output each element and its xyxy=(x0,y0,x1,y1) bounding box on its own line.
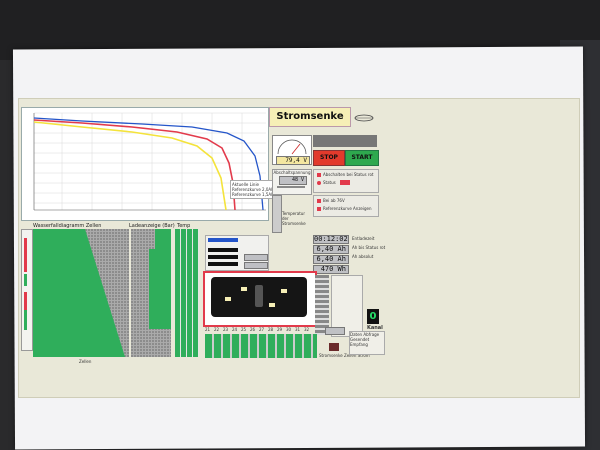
yellow-curve xyxy=(33,121,227,211)
voltage-readout: 79,4 V xyxy=(276,156,310,165)
temp-bars xyxy=(175,229,199,357)
discharge-chart-svg xyxy=(33,112,266,211)
ah-readout-2: 6,40 Ah xyxy=(313,255,349,264)
set-voltage-input[interactable]: 48 V xyxy=(279,176,307,185)
start-button[interactable]: START xyxy=(345,150,379,166)
cells-footer: Zellen xyxy=(79,359,92,364)
label-entladezeit: Entladezeit xyxy=(352,236,375,241)
hist-title: Wasserfalldiagramm Zellen xyxy=(33,223,102,229)
waterfall-gray xyxy=(85,229,129,357)
voltage-gauge: 79,4 V xyxy=(272,135,312,165)
temp-title: Temp xyxy=(177,223,191,229)
readout-stack: 00:12:02 6,40 Ah 6,40 Ah 470 Wh xyxy=(313,235,349,274)
status-block xyxy=(205,235,269,271)
opt1-checkbox[interactable] xyxy=(317,173,321,177)
small-input[interactable] xyxy=(325,327,345,335)
ah-readout-1: 6,40 Ah xyxy=(313,245,349,254)
red-curve xyxy=(33,119,236,211)
time-readout: 00:12:02 xyxy=(313,235,349,244)
device-image xyxy=(211,277,307,317)
status-indicator xyxy=(340,180,350,185)
page-title: Stromsenke xyxy=(269,107,351,127)
blue-curve xyxy=(33,117,264,211)
stromsenke-button[interactable] xyxy=(329,343,339,351)
status-header xyxy=(313,135,377,147)
waterfall-green xyxy=(33,229,85,357)
device-frame xyxy=(203,271,317,327)
label-ah-abs: Ah absolut xyxy=(352,254,374,259)
app-panel: Aktuelle Linie Referenzkurve 2,0Ah Refer… xyxy=(18,98,580,398)
set-voltage-box: Abschaltspannung 48 V xyxy=(272,169,312,195)
logo-icon xyxy=(353,109,375,122)
wh-readout: 470 Wh xyxy=(313,265,349,274)
stromsenke-label: Stromsenke Zeilen Strom xyxy=(319,353,370,358)
left-scale xyxy=(21,229,33,351)
options-box-2: Bei ab 76V Referenzkurve Anzeigen xyxy=(313,195,379,217)
daten-box: Daten Abfrage Gesendet Empfang xyxy=(349,331,385,355)
opt3-checkbox[interactable] xyxy=(317,199,321,203)
cell-strip xyxy=(315,275,329,335)
bottom-cell-bars xyxy=(205,334,317,358)
temperature-label: Temperatur der Stromsenke xyxy=(282,211,306,226)
stop-button[interactable]: STOP xyxy=(313,150,345,166)
voltage-slider[interactable] xyxy=(277,186,305,188)
chart-legend: Aktuelle Linie Referenzkurve 2,0Ah Refer… xyxy=(230,180,276,199)
options-box: Abschalten bei Status rot Status xyxy=(313,169,379,193)
bar-title: Ladeanzeige (Bar) xyxy=(129,223,175,229)
strip-panel xyxy=(331,275,363,337)
kanal-label: Kanal xyxy=(367,325,383,331)
label-ah-rot: Ah bis Status rot xyxy=(352,245,386,250)
kanal-display: 0 xyxy=(367,309,379,324)
temperature-bar xyxy=(272,195,282,233)
ladeanzeige-bars xyxy=(131,229,171,357)
opt4-checkbox[interactable] xyxy=(317,207,321,211)
status-led xyxy=(317,181,321,185)
discharge-chart: Aktuelle Linie Referenzkurve 2,0Ah Refer… xyxy=(21,107,276,221)
